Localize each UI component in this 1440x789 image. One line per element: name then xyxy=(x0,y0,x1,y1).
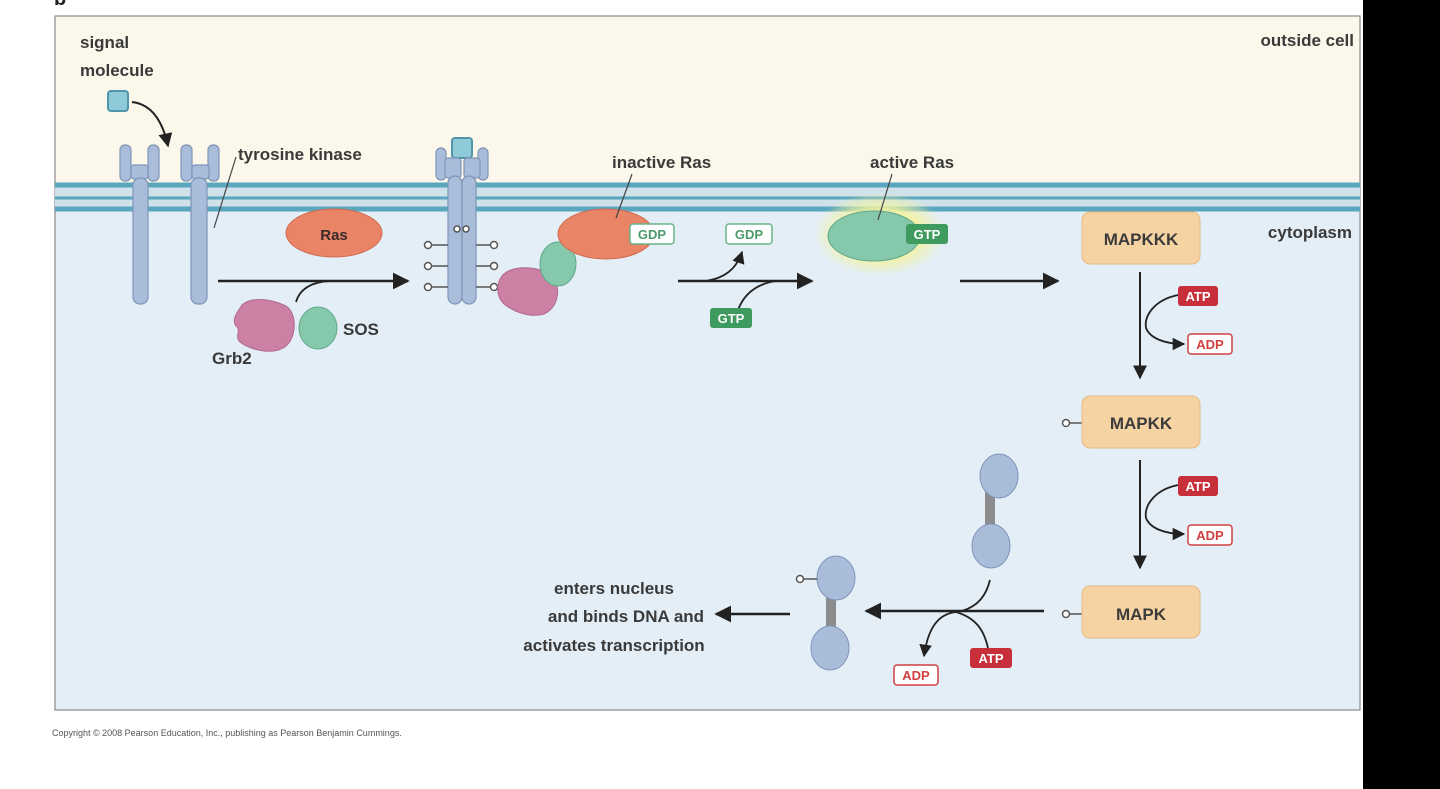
mapkk-phosphate xyxy=(1061,418,1082,428)
gdp-release-curve xyxy=(705,250,745,282)
binding-curve xyxy=(295,280,331,303)
substrate-uptake-curve xyxy=(961,579,991,612)
grb2-label: Grb2 xyxy=(212,349,252,368)
transcription-factor-active xyxy=(795,555,856,671)
nucleus-text-line2: and binds DNA and xyxy=(548,607,704,626)
atp-label-3: ATP xyxy=(978,651,1003,666)
mapkkk-box xyxy=(1081,211,1201,265)
signal-molecule-icon xyxy=(107,90,129,112)
receptor-monomer-right xyxy=(180,144,220,305)
tyrosine-kinase-label: tyrosine kinase xyxy=(238,145,362,164)
atp-adp-curve-1 xyxy=(1144,294,1186,351)
outside-cell-region xyxy=(55,16,1360,184)
ras-label: Ras xyxy=(320,227,348,244)
gdp-label-bound: GDP xyxy=(638,227,667,242)
figure-border xyxy=(54,15,1361,711)
atp-label-2: ATP xyxy=(1185,479,1210,494)
adp-label-1: ADP xyxy=(1196,337,1224,352)
bound-signal-molecule-icon xyxy=(451,137,473,159)
mapkk-box xyxy=(1081,395,1201,449)
cytoplasm-label: cytoplasm xyxy=(1268,223,1352,242)
black-edge-strip xyxy=(1363,0,1440,789)
active-ras-label: active Ras xyxy=(870,153,954,172)
adp-label-3: ADP xyxy=(902,668,930,683)
gdp-label-released: GDP xyxy=(735,227,764,242)
atp-adp-curve-3 xyxy=(919,611,989,658)
copyright-notice: Copyright © 2008 Pearson Education, Inc.… xyxy=(52,728,402,738)
transcription-factor-inactive xyxy=(971,453,1019,569)
signal-molecule-label-line1: signal xyxy=(80,33,129,52)
inactive-ras-label: inactive Ras xyxy=(612,153,711,172)
receptor-monomer-left xyxy=(119,144,160,305)
mapkk-label: MAPKK xyxy=(1110,414,1173,433)
panel-letter: b xyxy=(54,0,66,11)
active-ras-pointer xyxy=(877,173,893,221)
gtp-badge-bound xyxy=(906,224,948,244)
grb2-protein xyxy=(233,299,295,352)
mapk-box xyxy=(1081,585,1201,639)
plasma-membrane xyxy=(55,182,1360,212)
activated-receptor-dimer xyxy=(435,147,489,305)
outside-cell-label: outside cell xyxy=(1260,31,1354,50)
mapkkk-label: MAPKKK xyxy=(1104,230,1179,249)
gtp-uptake-curve xyxy=(737,280,777,311)
tyrosine-kinase-pointer xyxy=(213,156,237,229)
mapk-phosphate xyxy=(1061,609,1082,619)
atp-badge-3 xyxy=(970,648,1012,668)
adp-badge-2 xyxy=(1187,524,1233,546)
mapk-label: MAPK xyxy=(1116,605,1167,624)
adp-badge-3 xyxy=(893,664,939,686)
ras-protein xyxy=(285,208,383,258)
sos-protein xyxy=(298,306,338,350)
bound-grb2-protein xyxy=(497,267,559,316)
gtp-label-bound: GTP xyxy=(914,227,941,242)
gtp-label-incoming: GTP xyxy=(718,311,745,326)
adp-badge-1 xyxy=(1187,333,1233,355)
signal-arrow xyxy=(131,101,173,148)
adp-label-2: ADP xyxy=(1196,528,1224,543)
sos-label: SOS xyxy=(343,320,379,339)
atp-badge-2 xyxy=(1178,476,1218,496)
nucleus-text-line1: enters nucleus xyxy=(554,579,674,598)
atp-badge-1 xyxy=(1178,286,1218,306)
bound-sos-protein xyxy=(539,241,577,287)
gdp-badge-released xyxy=(725,223,773,245)
signal-molecule-label-line2: molecule xyxy=(80,61,154,80)
atp-label-1: ATP xyxy=(1185,289,1210,304)
inactive-ras-pointer xyxy=(615,173,633,219)
nucleus-text-line3: activates transcription xyxy=(523,636,704,655)
atp-adp-curve-2 xyxy=(1144,484,1186,541)
gtp-badge-incoming xyxy=(710,308,752,328)
gdp-badge-bound xyxy=(629,223,675,245)
